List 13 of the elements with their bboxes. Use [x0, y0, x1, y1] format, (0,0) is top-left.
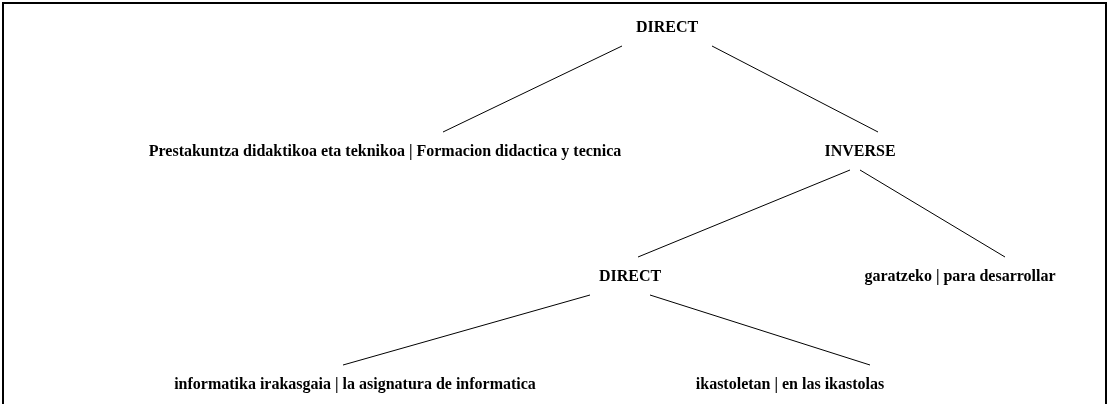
tree-line	[711, 45, 879, 133]
node-label: DIRECT	[598, 257, 662, 295]
node-label: garatzeko | para desarrollar	[864, 257, 1056, 295]
tree-line	[859, 169, 1006, 258]
node-label: ikastoletan | en las ikastolas	[695, 365, 885, 403]
tree-line	[649, 294, 871, 366]
node-label: INVERSE	[824, 132, 896, 170]
tree-line	[637, 169, 851, 258]
node-label: DIRECT	[635, 8, 699, 46]
node-label: Prestakuntza didaktikoa eta teknikoa | Formacion didactica y tecnica	[148, 132, 622, 170]
node-label: informatika irakasgaia | la asignatura de informatica	[174, 365, 536, 403]
tree-line	[442, 45, 623, 133]
tree-line	[342, 294, 591, 366]
